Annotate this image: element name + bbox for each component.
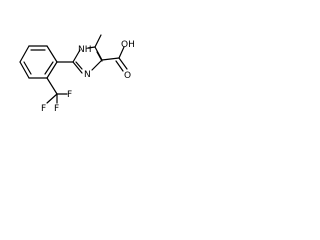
bond-n3-c2 bbox=[72, 61, 83, 74]
bond-ccooh-o bbox=[118, 57, 128, 70]
bond-ph3-ph4 bbox=[19, 45, 30, 63]
bond-c4-n3 bbox=[91, 59, 103, 71]
bond-c2-n1 bbox=[72, 49, 81, 63]
nh-label: NH bbox=[78, 45, 92, 55]
bond-ccooh-o-inner bbox=[115, 60, 124, 72]
bond-ph1-ph2 bbox=[46, 45, 58, 63]
bond-ph6-ph1-inner bbox=[44, 61, 54, 75]
bond-ph6-cf3 bbox=[46, 77, 58, 95]
n-label: N bbox=[84, 70, 91, 80]
bond-c5-methyl bbox=[94, 34, 102, 48]
f-label-right: F bbox=[67, 90, 72, 100]
chemical-structure-scene: NH N OH O F F F bbox=[0, 0, 152, 152]
molecule-drawing: NH N OH O F F F bbox=[19, 34, 135, 114]
bond-n1-c5 bbox=[87, 46, 96, 49]
f-label-bottom: F bbox=[54, 104, 59, 114]
bond-c5-c4-inner bbox=[96, 51, 103, 62]
bond-cf3-f3 bbox=[46, 93, 58, 104]
bond-ph6-ph1 bbox=[46, 61, 58, 79]
bond-ph4-ph5 bbox=[19, 61, 30, 79]
bond-n3-c2-inner bbox=[75, 61, 83, 70]
bond-ph4-ph5-inner bbox=[23, 61, 32, 75]
bond-ccooh-oh bbox=[118, 46, 125, 59]
o-label: O bbox=[124, 71, 131, 81]
f-label-left: F bbox=[41, 104, 46, 114]
oh-label: OH bbox=[121, 40, 135, 50]
bond-c4-ccooh bbox=[101, 57, 120, 61]
